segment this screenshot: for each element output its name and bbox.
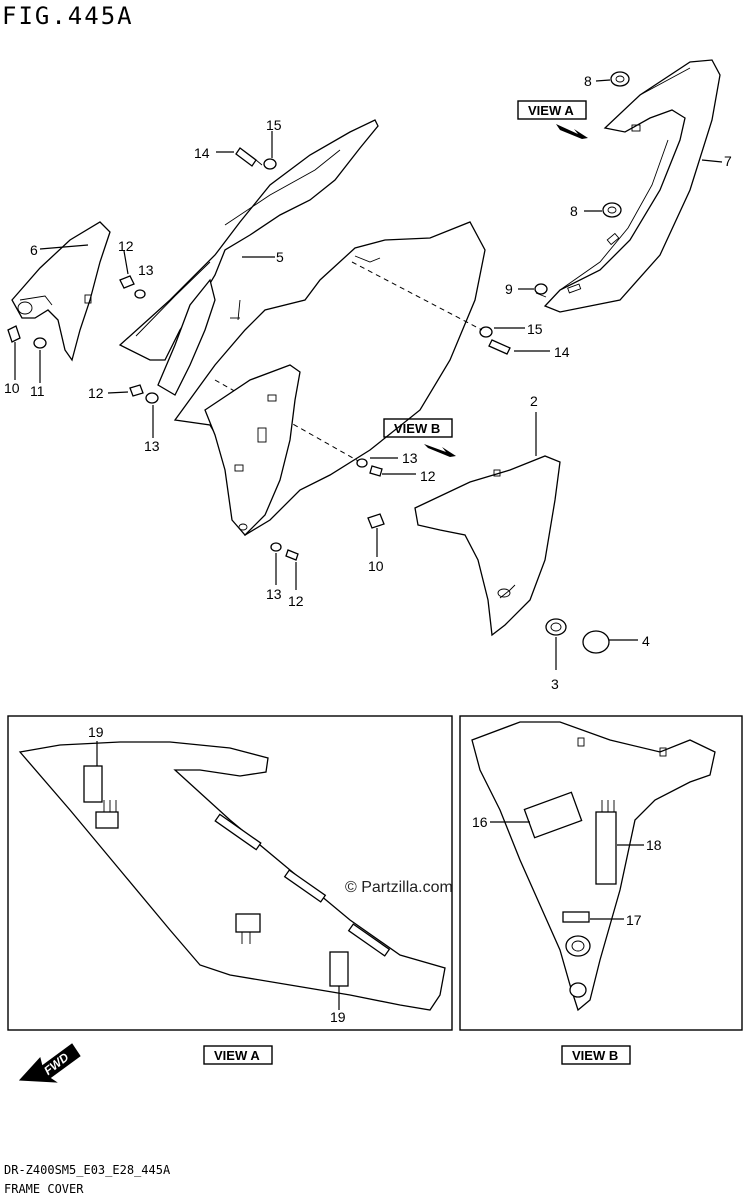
callout-18: 18: [646, 837, 662, 853]
figure-code: DR-Z400SM5_E03_E28_445A: [4, 1163, 171, 1177]
bolt-10-left: [7, 325, 21, 380]
callout-2: 2: [530, 393, 538, 409]
grommet-8-lower: [584, 202, 622, 218]
part-4-cap: [582, 630, 638, 654]
bolt-11: [33, 337, 47, 383]
callout-15-upper: 15: [266, 117, 282, 133]
callout-12-bottom: 12: [288, 593, 304, 609]
callout-13-mid: 13: [402, 450, 418, 466]
callout-13-upper-left: 13: [138, 262, 154, 278]
part-2-lower-cover: [414, 412, 561, 637]
callout-10-center: 10: [368, 558, 384, 574]
part-5-frame-cover: [118, 119, 379, 396]
figure-name: FRAME COVER: [4, 1182, 84, 1196]
callout-9: 9: [505, 281, 513, 297]
callout-12-lower-left: 12: [88, 385, 104, 401]
callout-5: 5: [276, 249, 284, 265]
callout-19-lower: 19: [330, 1009, 346, 1025]
view-a-caption: VIEW A: [203, 1045, 273, 1065]
view-a-marker-label: VIEW A: [528, 103, 574, 118]
view-a-caption-label: VIEW A: [214, 1048, 260, 1063]
view-b-marker: VIEW B: [383, 418, 456, 458]
callout-16: 16: [472, 814, 488, 830]
callout-4: 4: [642, 633, 650, 649]
grommet-8-upper: [595, 71, 630, 87]
callout-13-bottom: 13: [266, 586, 282, 602]
watermark-text: © Partzilla.com: [345, 879, 453, 896]
bolt-10-center: [367, 513, 385, 557]
callout-8-upper: 8: [584, 73, 592, 89]
callout-13-lower-left: 13: [144, 438, 160, 454]
part-1-side-panel: [173, 221, 486, 536]
view-b-caption-label: VIEW B: [572, 1048, 618, 1063]
view-a-panel: 19 19: [7, 715, 453, 1031]
callout-11: 11: [30, 383, 45, 399]
part-16-bracket: [204, 364, 301, 536]
part-7-rear-cover: [543, 59, 723, 313]
callout-12-upper-left: 12: [118, 238, 134, 254]
part-6-small-cover: [11, 221, 111, 362]
fastener-14-15-upper: [216, 131, 277, 170]
part-3-grommet: [545, 618, 567, 670]
callout-14-right: 14: [554, 344, 570, 360]
fastener-12-13-mid: [356, 457, 416, 477]
guide-line-upper: [351, 261, 483, 331]
fastener-12-13-bottom: [270, 542, 299, 590]
callout-14-upper: 14: [194, 145, 210, 161]
callout-3: 3: [551, 676, 559, 692]
fastener-14-15-right: [479, 326, 550, 355]
view-b-marker-label: VIEW B: [394, 421, 440, 436]
callout-12-mid: 12: [420, 468, 436, 484]
callout-19-upper: 19: [88, 724, 104, 740]
callout-17: 17: [626, 912, 642, 928]
figure-title: FIG.445A: [2, 2, 134, 30]
callout-8-lower: 8: [570, 203, 578, 219]
view-b-panel: 16 18 17: [459, 715, 743, 1031]
bolt-9: [518, 283, 548, 298]
callout-6-upper: 6: [30, 242, 38, 258]
view-a-marker: VIEW A: [517, 100, 588, 140]
fastener-12-13-upper: [119, 250, 146, 299]
view-b-caption: VIEW B: [561, 1045, 631, 1065]
callout-7: 7: [724, 153, 732, 169]
fastener-12-13-lower: [107, 384, 159, 438]
callout-15-right: 15: [527, 321, 543, 337]
callout-10-left: 10: [4, 380, 20, 396]
fwd-arrow-icon: FWD: [18, 1043, 81, 1083]
